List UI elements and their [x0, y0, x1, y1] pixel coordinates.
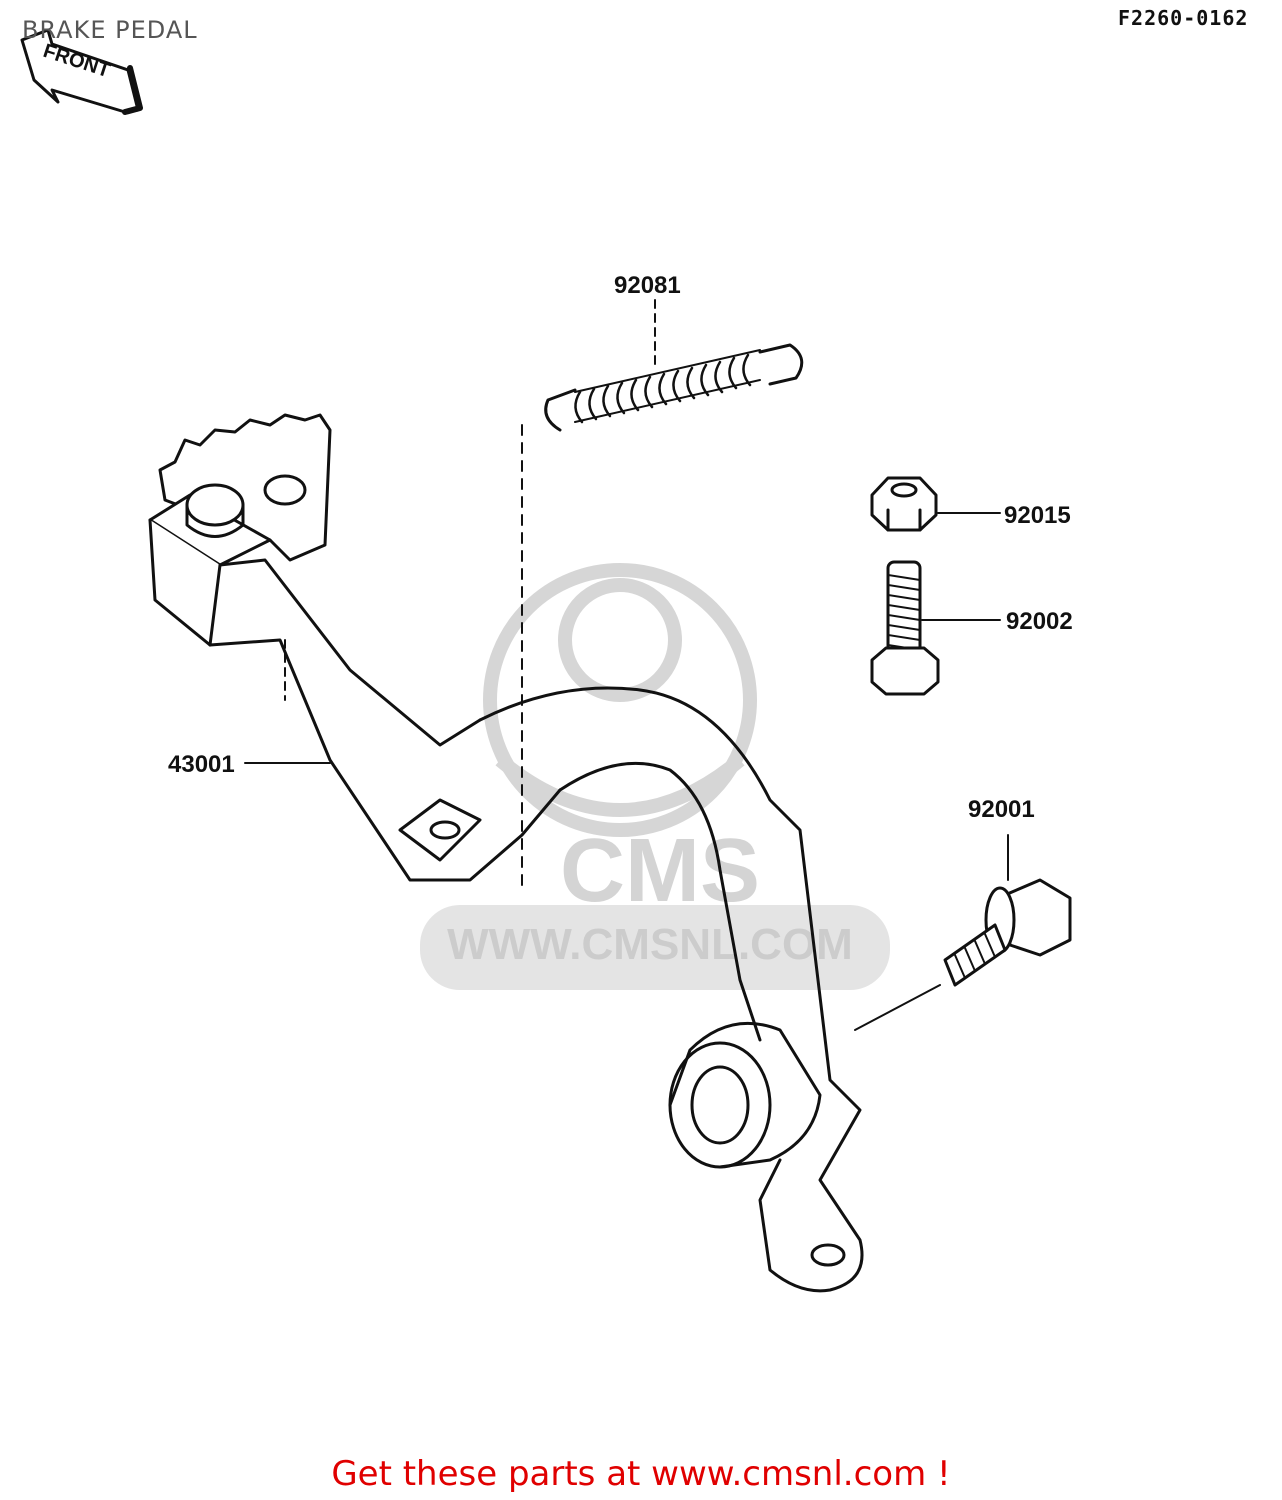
part-label-92015: 92015: [1004, 502, 1071, 529]
part-label-92081: 92081: [614, 272, 681, 299]
watermark-url: WWW.CMSNL.COM: [447, 920, 853, 969]
front-arrow-icon: [20, 28, 143, 115]
nut-part: [870, 476, 938, 532]
bolt-part: [870, 560, 940, 696]
flange-bolt-part: [943, 878, 1072, 987]
brake-pedal-part: [148, 413, 864, 1293]
part-label-92001: 92001: [968, 796, 1035, 823]
page-title: BRAKE PEDAL: [22, 16, 198, 44]
spring-part: [544, 343, 804, 432]
part-label-92002: 92002: [1006, 608, 1073, 635]
pivot-boss: [668, 1021, 822, 1169]
part-label-43001: 43001: [168, 751, 235, 778]
footer-link[interactable]: Get these parts at www.cmsnl.com !: [331, 1454, 951, 1494]
figure-code: F2260-0162: [1118, 6, 1249, 30]
